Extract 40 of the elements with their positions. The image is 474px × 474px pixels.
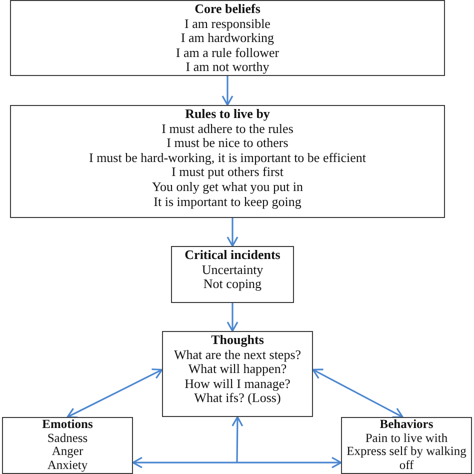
box-text: I am not worthy [184, 60, 270, 75]
box-text: You only get what you put in [150, 180, 304, 195]
box-text: Anger [50, 445, 84, 459]
box-heading: Behaviors [378, 418, 434, 432]
arrow [312, 368, 404, 418]
box-text: Uncertainty [200, 262, 264, 278]
process-box [341, 417, 472, 474]
arrow [222, 76, 234, 106]
box-text: I must put others first [172, 165, 284, 180]
arrow [66, 368, 163, 418]
box-text: I am a rule follower [174, 46, 280, 60]
box-heading: Emotions [41, 418, 94, 432]
box-heading: Rules to live by [184, 107, 271, 122]
box-text: Anxiety [46, 458, 89, 472]
box-text: I am responsible [184, 16, 272, 32]
process-box [171, 246, 294, 303]
process-box [10, 105, 445, 218]
arrow [232, 416, 244, 463]
box-heading: Thoughts [210, 333, 265, 348]
box-text: Pain to live with [364, 432, 449, 446]
box-text: Not coping [203, 277, 262, 292]
process-box [2, 417, 133, 474]
box-text: Express self by walking off [346, 445, 468, 472]
box-heading: Core beliefs [194, 2, 262, 17]
box-text: Sadness [46, 432, 89, 446]
process-box [10, 0, 445, 76]
box-text: What will happen? [187, 362, 287, 377]
box-text: I must be nice to others [166, 136, 290, 151]
box-text: What ifs? (Loss) [193, 391, 281, 406]
box-text: I must adhere to the rules [160, 122, 294, 136]
box-text: What are the next steps? [172, 348, 302, 362]
process-box [162, 331, 313, 417]
arrow [226, 303, 238, 332]
box-heading: Critical incidents [184, 248, 282, 263]
box-text: I am hardworking [180, 31, 276, 46]
arrow [132, 456, 342, 468]
box-text: I must be hard-working, it is important to be efficient [88, 150, 368, 166]
arrow [226, 218, 238, 247]
box-text: It is important to keep going [152, 194, 302, 210]
box-text: How will I manage? [184, 376, 292, 392]
